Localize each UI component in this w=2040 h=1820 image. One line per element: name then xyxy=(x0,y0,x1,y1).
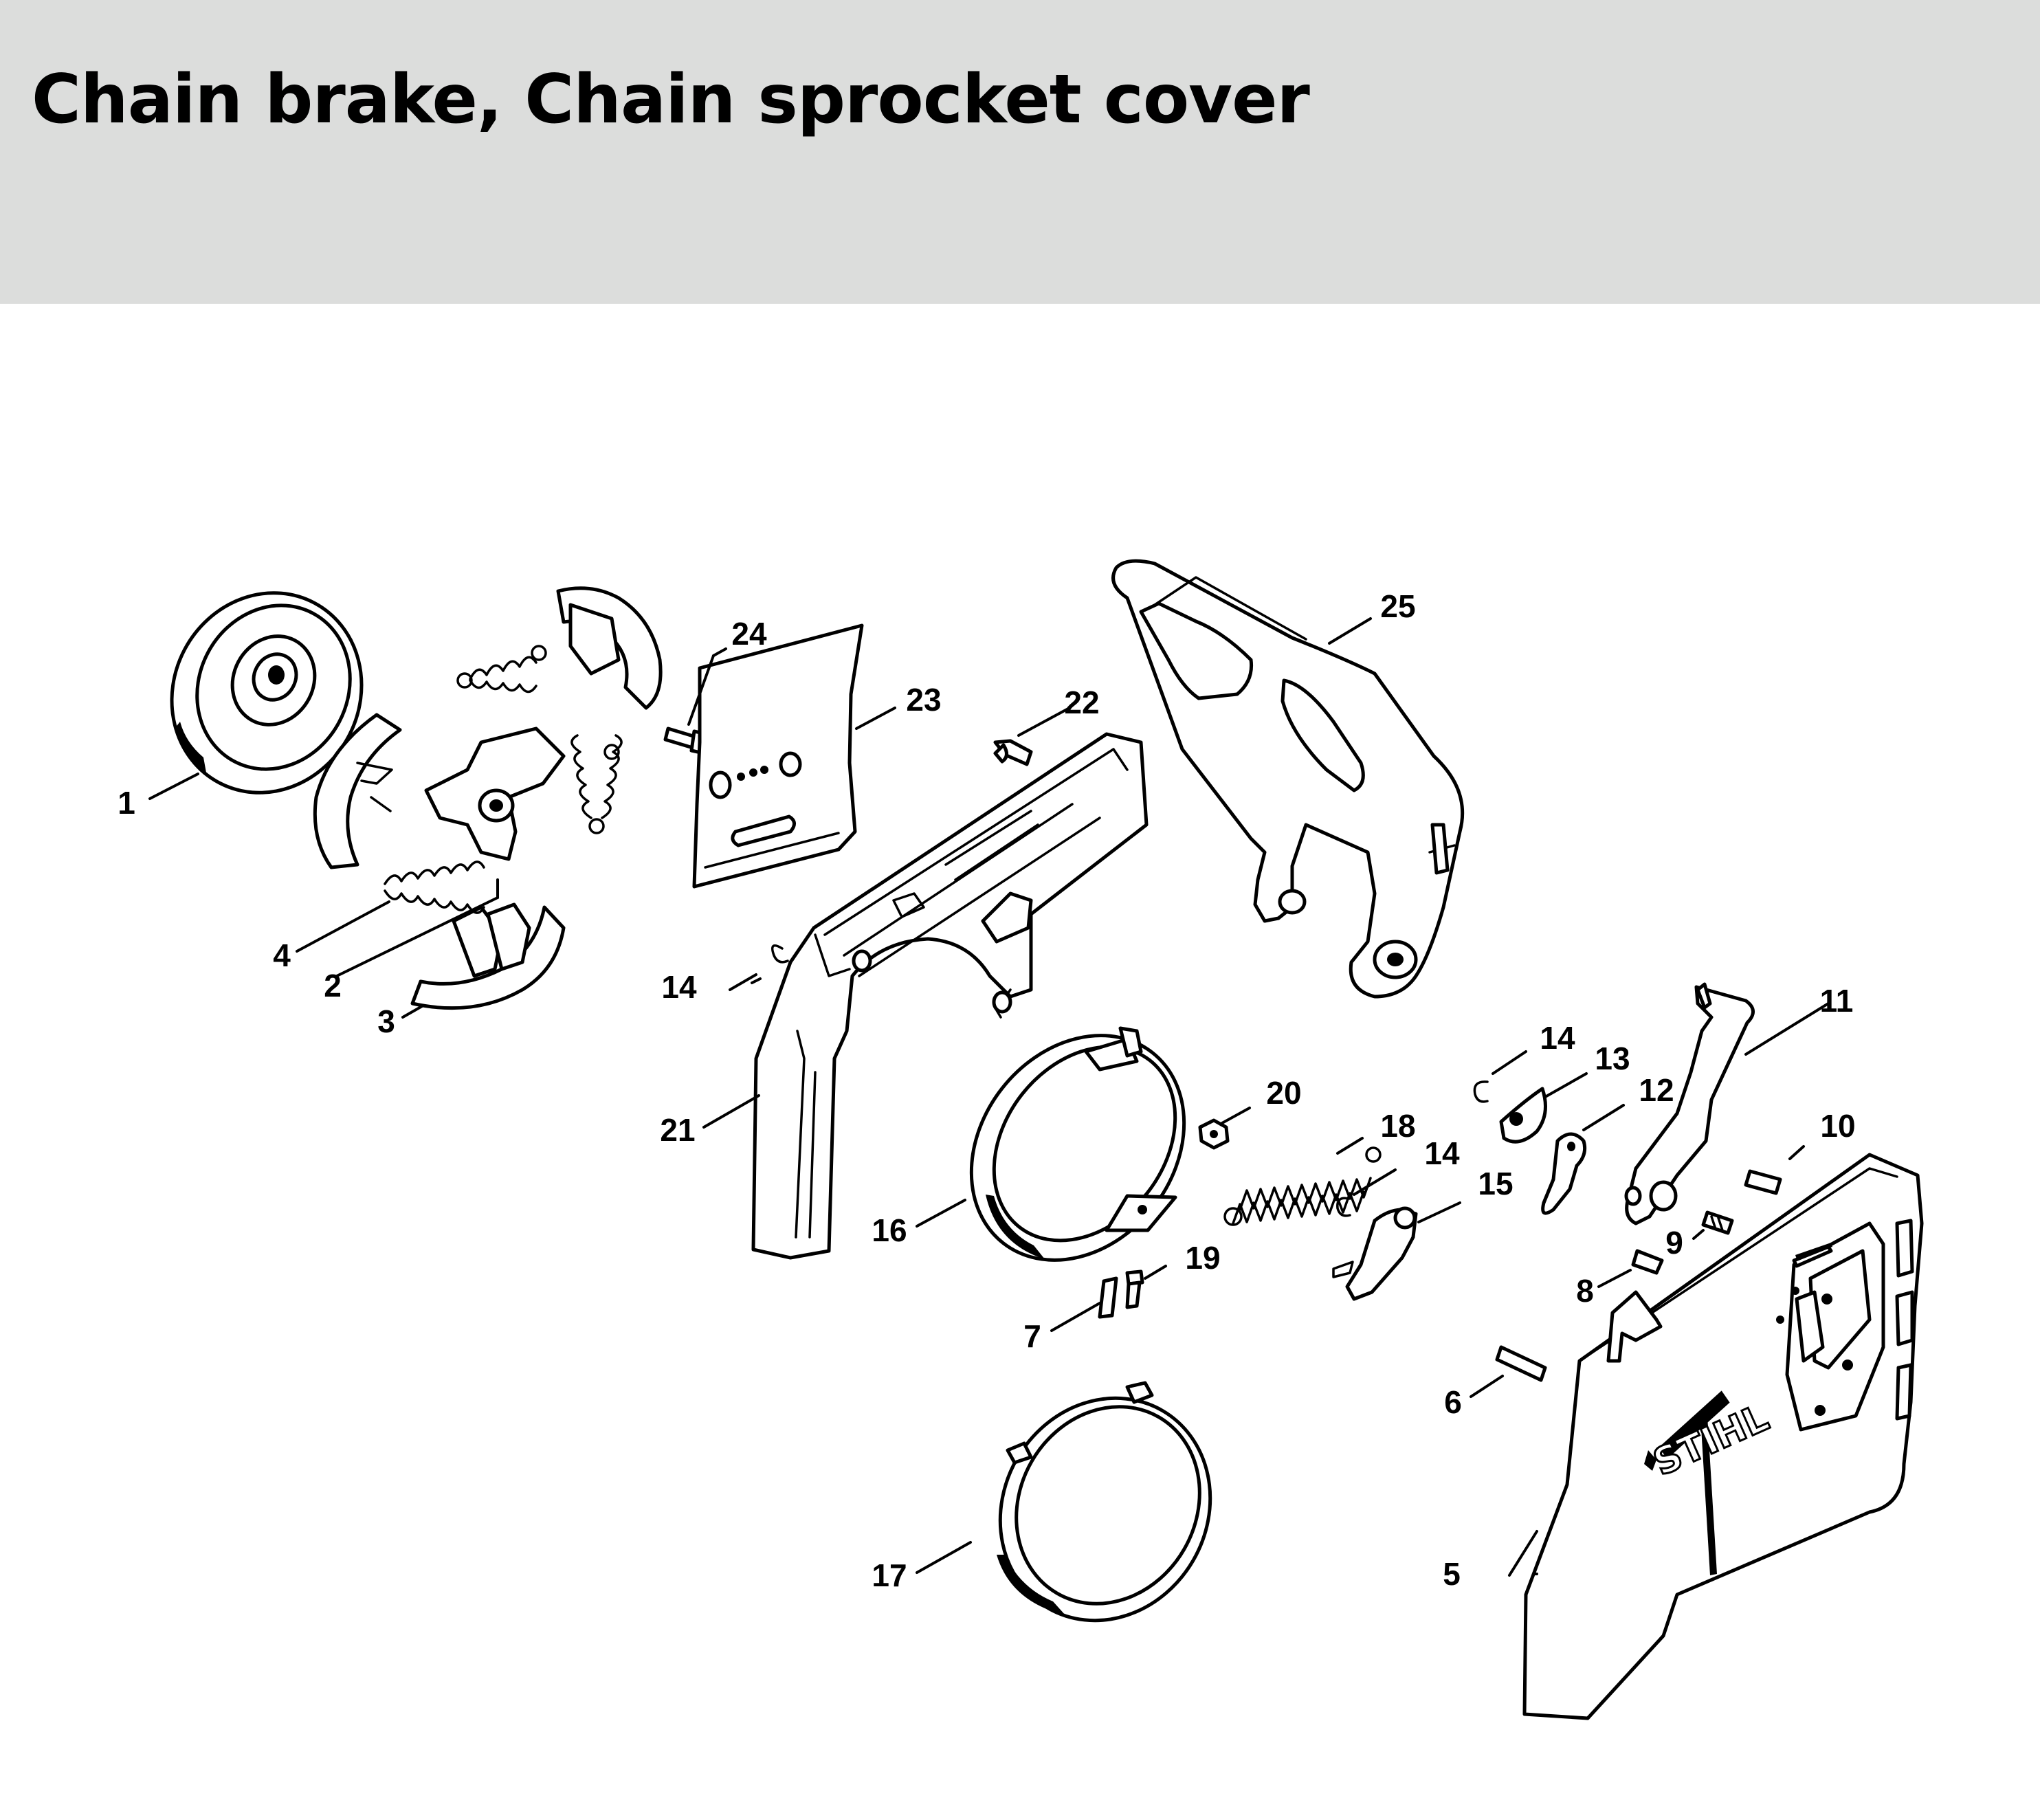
leader-2 xyxy=(335,896,499,977)
leader-23 xyxy=(855,707,896,730)
leader-25 xyxy=(1328,617,1372,645)
part-10-pin xyxy=(1744,1169,1782,1195)
part-16-brake-band xyxy=(969,1026,1186,1262)
part-19-screw xyxy=(1125,1269,1144,1309)
part-18-spring xyxy=(1223,1146,1382,1226)
callout-15: 15 xyxy=(1478,1166,1513,1201)
part-clutch-shoe-left xyxy=(313,713,402,869)
callout-20: 20 xyxy=(1266,1075,1301,1111)
part-21-housing-frame xyxy=(751,732,1149,1260)
leader-4 xyxy=(296,900,390,953)
leader-14c xyxy=(1353,1168,1397,1196)
callout-18: 18 xyxy=(1380,1108,1415,1144)
callout-24: 24 xyxy=(731,616,767,652)
leader-18 xyxy=(1336,1137,1364,1155)
part-3-clutch-shoe-bottom xyxy=(410,902,566,1010)
leader-19 xyxy=(1144,1265,1167,1280)
callout-6: 6 xyxy=(1444,1384,1462,1420)
callout-21: 21 xyxy=(660,1112,695,1148)
part-15-lever xyxy=(1332,1206,1418,1301)
leader-lines xyxy=(148,617,1830,1577)
leader-24b xyxy=(712,647,727,657)
part-5-sprocket-cover: STIHL xyxy=(1522,1153,1924,1720)
part-8-screw xyxy=(1631,1249,1664,1275)
callout-19: 19 xyxy=(1185,1240,1220,1276)
leader-9 xyxy=(1692,1229,1705,1240)
callout-11: 11 xyxy=(1820,983,1854,1019)
part-25-hand-guard xyxy=(1111,559,1465,999)
leader-14a-b xyxy=(729,973,757,991)
part-23-guide-plate xyxy=(692,623,864,889)
leader-17 xyxy=(916,1541,972,1574)
page-title: Chain brake, Chain sprocket cover xyxy=(32,60,1310,139)
leader-5b xyxy=(1508,1530,1538,1577)
part-6-pin xyxy=(1495,1345,1547,1382)
callout-10: 10 xyxy=(1820,1108,1855,1144)
header-bar: Chain brake, Chain sprocket cover xyxy=(0,0,2040,304)
leader-8 xyxy=(1597,1269,1632,1288)
leader-22 xyxy=(1017,707,1071,737)
callout-1: 1 xyxy=(118,785,135,821)
leader-15 xyxy=(1417,1201,1461,1223)
part-1-clutch-drum xyxy=(170,591,364,795)
part-22-screw xyxy=(993,739,1033,766)
part-13-washer xyxy=(1499,1087,1547,1144)
leader-10 xyxy=(1788,1145,1805,1160)
leader-21 xyxy=(702,1094,760,1129)
leader-24 xyxy=(687,654,715,726)
part-4-spring xyxy=(384,861,485,914)
part-9-screw xyxy=(1701,1210,1734,1235)
part-14-circlip-a xyxy=(771,944,789,964)
part-17-brake-band xyxy=(997,1381,1212,1623)
callout-25: 25 xyxy=(1380,588,1415,624)
callout-14b: 14 xyxy=(1540,1020,1575,1056)
part-14-circlip-b xyxy=(1473,1080,1489,1103)
callout-9: 9 xyxy=(1665,1225,1683,1261)
callout-8: 8 xyxy=(1576,1273,1594,1309)
leader-6 xyxy=(1470,1375,1504,1398)
leader-13 xyxy=(1544,1072,1588,1098)
callout-14a: 14 xyxy=(661,969,697,1005)
leader-14b xyxy=(1492,1050,1527,1075)
leader-3 xyxy=(401,1005,423,1019)
callout-7: 7 xyxy=(1023,1318,1041,1354)
callout-22: 22 xyxy=(1064,685,1099,720)
part-20-nut xyxy=(1198,1118,1230,1150)
leader-20 xyxy=(1221,1107,1251,1124)
part-7-pin xyxy=(1098,1276,1118,1319)
callout-5: 5 xyxy=(1443,1556,1461,1592)
leader-1 xyxy=(148,773,199,800)
callout-3: 3 xyxy=(377,1003,395,1039)
callout-14c: 14 xyxy=(1424,1135,1460,1171)
callout-labels: 1 2 3 4 5 6 7 8 9 10 11 12 13 14 14 14 1… xyxy=(118,588,1855,1593)
leader-12 xyxy=(1582,1104,1625,1131)
leader-14a xyxy=(751,977,762,984)
callout-12: 12 xyxy=(1639,1072,1674,1108)
part-12-link xyxy=(1541,1132,1587,1215)
callout-2: 2 xyxy=(324,968,342,1003)
part-spring-upper xyxy=(456,645,547,693)
callout-17: 17 xyxy=(872,1557,907,1593)
part-clutch-shoe-top xyxy=(556,586,663,710)
leader-7 xyxy=(1050,1302,1101,1332)
callout-4: 4 xyxy=(273,937,291,973)
part-2-clutch-hub xyxy=(424,726,566,861)
callout-16: 16 xyxy=(872,1212,907,1248)
callout-13: 13 xyxy=(1595,1041,1630,1076)
callout-23: 23 xyxy=(906,682,941,718)
leader-16 xyxy=(916,1199,966,1228)
part-11-brake-lever xyxy=(1624,982,1755,1225)
part-14-circlip-c xyxy=(1336,1197,1351,1217)
leader-11 xyxy=(1744,1002,1830,1056)
part-spring-right xyxy=(570,734,623,834)
